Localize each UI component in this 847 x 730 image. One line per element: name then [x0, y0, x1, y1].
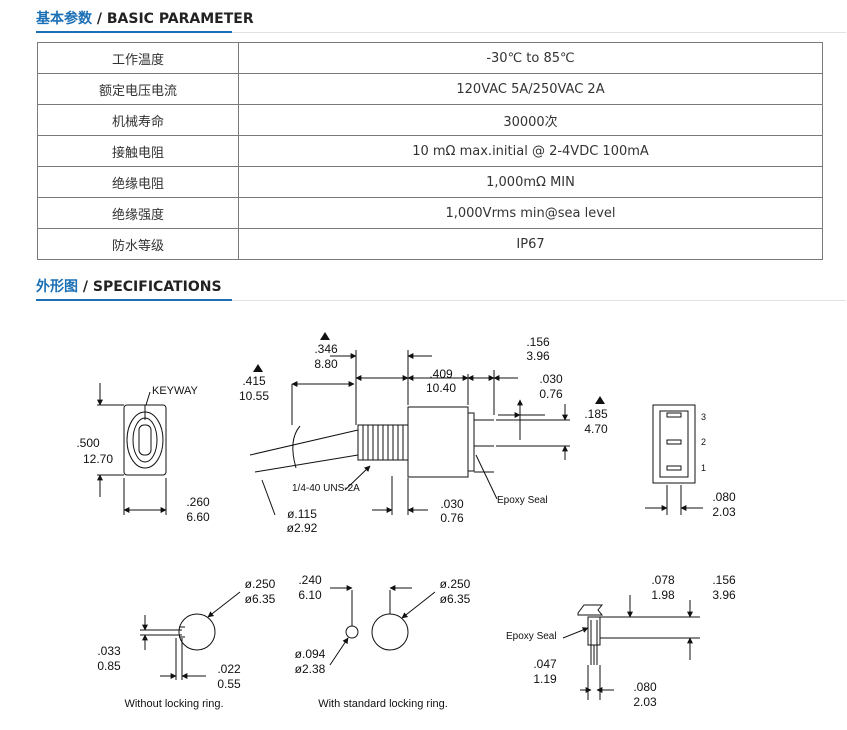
- basic-title-en: BASIC PARAMETER: [106, 11, 254, 27]
- dimension-drawing: KEYWAY .500 12.70 .260 6.60 .415 10.55 .…: [76, 332, 736, 710]
- dim-1040: 10.40: [426, 381, 456, 395]
- dim-055: 0.55: [217, 677, 241, 691]
- dim-260: .260: [186, 495, 210, 509]
- dim-047: .047: [533, 657, 557, 671]
- spec-title-en: SPECIFICATIONS: [92, 279, 222, 295]
- basic-heading-rule: [36, 32, 846, 33]
- param-label: 工作温度: [37, 42, 239, 74]
- dim-dia-635-a: ø6.35: [245, 592, 276, 606]
- dim-030-bottom: .030: [440, 497, 464, 511]
- param-value: -30℃ to 85℃: [238, 42, 823, 74]
- keyway-label: KEYWAY: [152, 385, 199, 397]
- dim-610: 6.10: [298, 588, 322, 602]
- caption-with-locking-ring: With standard locking ring.: [318, 698, 448, 710]
- warning-triangles: [253, 332, 605, 404]
- pin-2-label: 2: [701, 437, 706, 447]
- param-value: 30000次: [238, 104, 823, 136]
- spec-title-sep: /: [78, 279, 93, 295]
- spec-title-cn: 外形图: [36, 279, 78, 295]
- dim-470: 4.70: [584, 422, 608, 436]
- dim-203-pins: 2.03: [712, 505, 736, 519]
- dim-415: .415: [242, 374, 266, 388]
- dim-240: .240: [298, 573, 322, 587]
- thread-label: 1/4-40 UNS-2A: [292, 483, 360, 494]
- dim-396-top: 3.96: [526, 349, 550, 363]
- param-label: 防水等级: [37, 228, 239, 260]
- dim-dia-250-b: ø.250: [440, 577, 471, 591]
- basic-parameter-heading: 基本参数 / BASIC PARAMETER: [36, 8, 254, 30]
- dim-076-bottom: 0.76: [440, 511, 464, 525]
- param-value: IP67: [238, 228, 823, 260]
- dim-022: .022: [217, 662, 241, 676]
- warning-triangle-icon: [320, 332, 330, 340]
- caption-without-locking-ring: Without locking ring.: [124, 698, 223, 710]
- dim-1270: 12.70: [83, 452, 113, 466]
- dim-033: .033: [97, 644, 121, 658]
- param-label: 机械寿命: [37, 104, 239, 136]
- dim-dia-115: ø.115: [287, 507, 317, 521]
- dim-030-top: .030: [539, 372, 563, 386]
- dim-076-top: 0.76: [539, 387, 563, 401]
- param-value: 10 mΩ max.initial @ 2-4VDC 100mA: [238, 135, 823, 167]
- dim-1055: 10.55: [239, 389, 269, 403]
- param-label: 绝缘强度: [37, 197, 239, 229]
- basic-heading-accent: [36, 31, 232, 33]
- dim-185: .185: [584, 407, 608, 421]
- dim-880: 8.80: [314, 357, 338, 371]
- table-row: 工作温度-30℃ to 85℃: [37, 42, 823, 74]
- param-label: 绝缘电阻: [37, 166, 239, 198]
- dim-dia-094: ø.094: [295, 647, 326, 661]
- pin-1-label: 1: [701, 463, 706, 473]
- warning-triangle-icon: [595, 396, 605, 404]
- param-value: 120VAC 5A/250VAC 2A: [238, 73, 823, 105]
- spec-heading-rule: [36, 300, 846, 301]
- warning-triangle-icon: [253, 364, 263, 372]
- dim-119: 1.19: [533, 672, 557, 686]
- param-value: 1,000Vrms min@sea level: [238, 197, 823, 229]
- drawing-lines: [97, 350, 703, 700]
- dim-156-top: .156: [526, 335, 550, 349]
- dim-080-panel: .080: [633, 680, 657, 694]
- dim-dia-292: ø2.92: [287, 521, 318, 535]
- epoxy-seal-label-panel: Epoxy Seal: [506, 631, 557, 642]
- dim-346: .346: [314, 342, 338, 356]
- spec-heading-accent: [36, 299, 232, 301]
- param-label: 额定电压电流: [37, 73, 239, 105]
- param-label: 接触电阻: [37, 135, 239, 167]
- dim-085: 0.85: [97, 659, 121, 673]
- dim-660: 6.60: [186, 510, 210, 524]
- dim-dia-250-a: ø.250: [245, 577, 276, 591]
- param-value: 1,000mΩ MIN: [238, 166, 823, 198]
- dim-dia-635-b: ø6.35: [440, 592, 471, 606]
- dim-396-panel: 3.96: [712, 588, 736, 602]
- basic-title-cn: 基本参数: [36, 11, 92, 27]
- dim-409: .409: [429, 367, 453, 381]
- dim-156-panel: .156: [712, 573, 736, 587]
- dim-500: .500: [76, 436, 100, 450]
- dim-078: .078: [651, 573, 675, 587]
- dim-080-pins: .080: [712, 490, 736, 504]
- dim-203-panel: 2.03: [633, 695, 657, 709]
- specifications-heading: 外形图 / SPECIFICATIONS: [36, 276, 222, 298]
- dim-dia-238: ø2.38: [295, 662, 326, 676]
- basic-title-sep: /: [92, 11, 107, 27]
- epoxy-seal-label-side: Epoxy Seal: [497, 495, 548, 506]
- pin-3-label: 3: [701, 412, 706, 422]
- dim-198: 1.98: [651, 588, 675, 602]
